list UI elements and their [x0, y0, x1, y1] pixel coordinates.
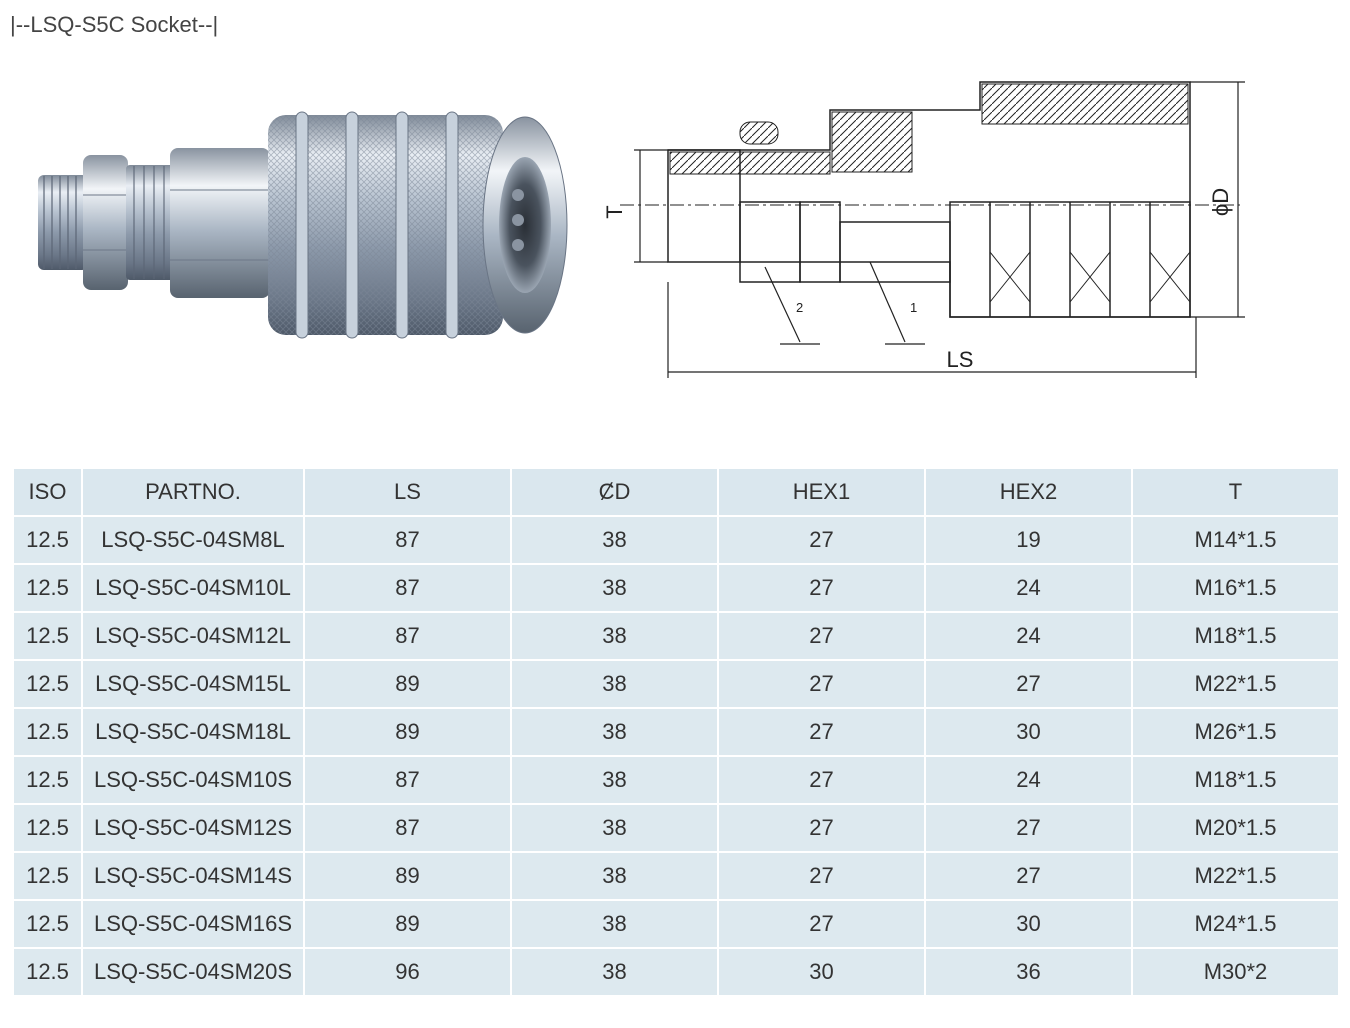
cell-hex1: 30: [719, 949, 924, 995]
cell-iso: 12.5: [14, 613, 81, 659]
cell-iso: 12.5: [14, 565, 81, 611]
dimension-d-label: ϕD: [1208, 188, 1233, 216]
cell-ls: 87: [305, 517, 510, 563]
cell-t: M14*1.5: [1133, 517, 1338, 563]
cell-hex2: 19: [926, 517, 1131, 563]
cell-partno: LSQ-S5C-04SM12S: [83, 805, 303, 851]
cell-t: M18*1.5: [1133, 613, 1338, 659]
cell-hex1: 27: [719, 661, 924, 707]
hex2-callout: 2: [796, 300, 803, 315]
cell-partno: LSQ-S5C-04SM10L: [83, 565, 303, 611]
header-hex1: HEX1: [719, 469, 924, 515]
header-t: T: [1133, 469, 1338, 515]
cell-ls: 87: [305, 613, 510, 659]
cell-d: 38: [512, 901, 717, 947]
cell-hex2: 24: [926, 565, 1131, 611]
cell-d: 38: [512, 949, 717, 995]
cell-t: M30*2: [1133, 949, 1338, 995]
cell-iso: 12.5: [14, 709, 81, 755]
cell-t: M18*1.5: [1133, 757, 1338, 803]
cell-iso: 12.5: [14, 757, 81, 803]
cell-hex1: 27: [719, 901, 924, 947]
page-title: |--LSQ-S5C Socket--|: [10, 12, 219, 37]
cell-hex1: 27: [719, 709, 924, 755]
cell-ls: 96: [305, 949, 510, 995]
cell-ls: 87: [305, 757, 510, 803]
cell-hex1: 27: [719, 757, 924, 803]
cell-hex1: 27: [719, 853, 924, 899]
cell-iso: 12.5: [14, 661, 81, 707]
dimension-ls-label: LS: [947, 347, 974, 372]
cell-t: M24*1.5: [1133, 901, 1338, 947]
cell-hex2: 30: [926, 901, 1131, 947]
cell-ls: 89: [305, 901, 510, 947]
cell-partno: LSQ-S5C-04SM18L: [83, 709, 303, 755]
cell-partno: LSQ-S5C-04SM15L: [83, 661, 303, 707]
cell-partno: LSQ-S5C-04SM12L: [83, 613, 303, 659]
cell-d: 38: [512, 853, 717, 899]
cell-d: 38: [512, 757, 717, 803]
cell-hex2: 27: [926, 805, 1131, 851]
cell-t: M20*1.5: [1133, 805, 1338, 851]
cell-hex2: 36: [926, 949, 1131, 995]
cell-hex2: 24: [926, 757, 1131, 803]
cell-ls: 89: [305, 709, 510, 755]
cell-hex1: 27: [719, 517, 924, 563]
cell-hex2: 30: [926, 709, 1131, 755]
cell-hex1: 27: [719, 613, 924, 659]
cell-ls: 87: [305, 565, 510, 611]
cell-hex2: 27: [926, 661, 1131, 707]
cell-iso: 12.5: [14, 853, 81, 899]
table-header-row: ISO PARTNO. LS ȻD HEX1 HEX2 T: [14, 469, 1338, 515]
cell-ls: 87: [305, 805, 510, 851]
header-partno: PARTNO.: [83, 469, 303, 515]
header-iso: ISO: [14, 469, 81, 515]
cell-iso: 12.5: [14, 901, 81, 947]
header-hex2: HEX2: [926, 469, 1131, 515]
cell-iso: 12.5: [14, 949, 81, 995]
cell-d: 38: [512, 565, 717, 611]
cell-d: 38: [512, 805, 717, 851]
cell-partno: LSQ-S5C-04SM10S: [83, 757, 303, 803]
cell-hex1: 27: [719, 565, 924, 611]
socket-photo: [38, 111, 568, 339]
cell-partno: LSQ-S5C-04SM16S: [83, 901, 303, 947]
cell-partno: LSQ-S5C-04SM20S: [83, 949, 303, 995]
cell-hex1: 27: [719, 805, 924, 851]
cell-iso: 12.5: [14, 805, 81, 851]
cell-t: M16*1.5: [1133, 565, 1338, 611]
cell-iso: 12.5: [14, 517, 81, 563]
cell-d: 38: [512, 613, 717, 659]
technical-drawing: T ϕD LS 2 1: [602, 81, 1245, 378]
header-ls: LS: [305, 469, 510, 515]
cell-partno: LSQ-S5C-04SM14S: [83, 853, 303, 899]
cell-d: 38: [512, 661, 717, 707]
cell-t: M22*1.5: [1133, 661, 1338, 707]
cell-t: M26*1.5: [1133, 709, 1338, 755]
cell-hex2: 27: [926, 853, 1131, 899]
cell-d: 38: [512, 709, 717, 755]
header-d: ȻD: [512, 469, 717, 515]
cell-hex2: 24: [926, 613, 1131, 659]
dimension-t-label: T: [602, 205, 627, 218]
cell-t: M22*1.5: [1133, 853, 1338, 899]
cell-ls: 89: [305, 661, 510, 707]
cell-partno: LSQ-S5C-04SM8L: [83, 517, 303, 563]
hex1-callout: 1: [910, 300, 917, 315]
cell-ls: 89: [305, 853, 510, 899]
cell-d: 38: [512, 517, 717, 563]
